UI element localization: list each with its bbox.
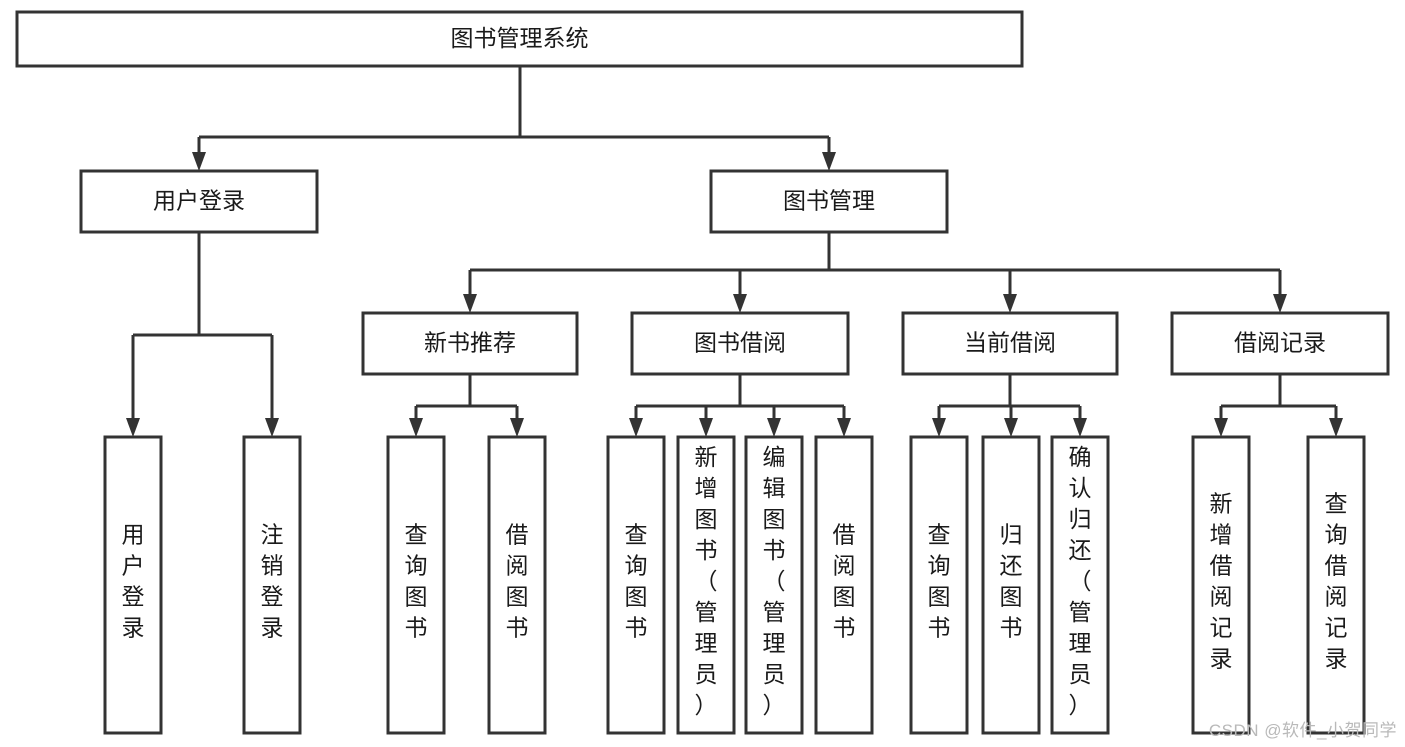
node-borrow-record[interactable]: 借阅记录 [1170, 311, 1390, 376]
node-label: 查询图书 [405, 522, 428, 641]
arrow-head-icon [699, 418, 713, 437]
node-label: 用户登录 [153, 188, 245, 214]
node-leaf-query-book-br[interactable]: 查询图书 [606, 435, 666, 735]
arrow-head-icon [265, 418, 279, 437]
connector-layer [126, 66, 1343, 437]
node-leaf-logout[interactable]: 注销登录 [242, 435, 302, 735]
node-label: 查询图书 [625, 522, 648, 641]
arrow-head-icon [1073, 418, 1087, 437]
arrow-head-icon [629, 418, 643, 437]
node-leaf-edit-book[interactable]: 编辑图书（管理员） [744, 435, 804, 735]
node-leaf-confirm-return[interactable]: 确认归还（管理员） [1050, 435, 1110, 735]
arrow-head-icon [126, 418, 140, 437]
node-label: 新增图书（管理员） [695, 444, 718, 718]
node-label: 用户登录 [122, 522, 145, 641]
node-label: 编辑图书（管理员） [763, 444, 786, 718]
node-leaf-return-book[interactable]: 归还图书 [981, 435, 1041, 735]
node-leaf-add-book[interactable]: 新增图书（管理员） [676, 435, 736, 735]
arrow-head-icon [409, 418, 423, 437]
node-label: 借阅图书 [506, 522, 529, 641]
node-label: 图书借阅 [694, 330, 786, 356]
node-label: 注销登录 [261, 522, 284, 641]
csdn-watermark: CSDN @软件_小贺同学 [1208, 721, 1397, 740]
node-label: 图书管理系统 [451, 25, 589, 51]
node-label: 图书管理 [783, 188, 875, 214]
arrow-head-icon [822, 152, 836, 171]
node-leaf-query-book-rec[interactable]: 查询图书 [386, 435, 446, 735]
node-root-system[interactable]: 图书管理系统 [15, 10, 1024, 68]
node-current-borrow[interactable]: 当前借阅 [901, 311, 1119, 376]
node-layer: 图书管理系统用户登录图书管理新书推荐图书借阅当前借阅借阅记录用户登录注销登录查询… [15, 10, 1390, 735]
node-book-manage[interactable]: 图书管理 [709, 169, 949, 234]
arrow-head-icon [1004, 418, 1018, 437]
arrow-head-icon [1214, 418, 1228, 437]
node-new-book-rec[interactable]: 新书推荐 [361, 311, 579, 376]
node-leaf-query-book-cb[interactable]: 查询图书 [909, 435, 969, 735]
node-label: 确认归还（管理员） [1069, 444, 1092, 718]
arrow-head-icon [1003, 294, 1017, 313]
node-label: 当前借阅 [964, 330, 1056, 356]
arrow-head-icon [510, 418, 524, 437]
node-leaf-borrow-book-rec[interactable]: 借阅图书 [487, 435, 547, 735]
arrow-head-icon [767, 418, 781, 437]
arrow-head-icon [192, 152, 206, 171]
node-user-login[interactable]: 用户登录 [79, 169, 319, 234]
node-label: 查询借阅记录 [1325, 491, 1348, 672]
node-leaf-borrow-book[interactable]: 借阅图书 [814, 435, 874, 735]
arrow-head-icon [1329, 418, 1343, 437]
node-label: 借阅图书 [833, 522, 856, 641]
node-label: 借阅记录 [1234, 330, 1326, 356]
node-label: 新书推荐 [424, 330, 516, 356]
node-leaf-query-record[interactable]: 查询借阅记录 [1306, 435, 1366, 735]
arrow-head-icon [1273, 294, 1287, 313]
node-label: 新增借阅记录 [1210, 491, 1233, 672]
arrow-head-icon [837, 418, 851, 437]
arrow-head-icon [463, 294, 477, 313]
node-book-borrow[interactable]: 图书借阅 [630, 311, 850, 376]
arrow-head-icon [932, 418, 946, 437]
node-label: 查询图书 [928, 522, 951, 641]
node-leaf-user-login[interactable]: 用户登录 [103, 435, 163, 735]
node-label: 归还图书 [1000, 522, 1023, 641]
arrow-head-icon [733, 294, 747, 313]
node-leaf-add-record[interactable]: 新增借阅记录 [1191, 435, 1251, 735]
